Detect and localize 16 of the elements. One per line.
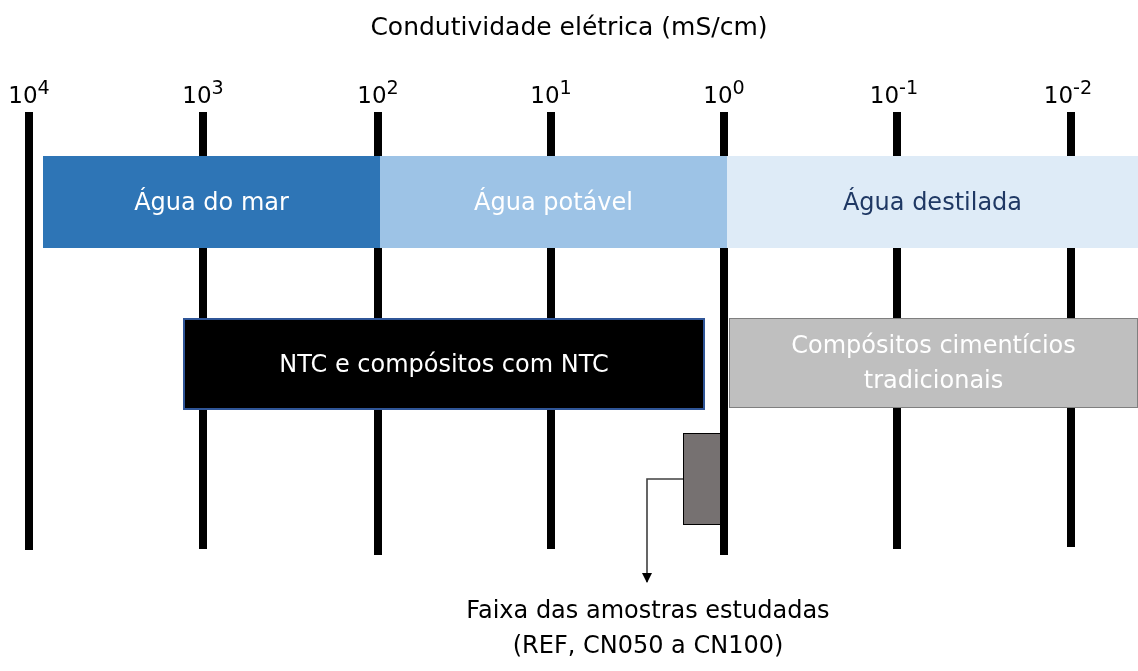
range-box: Compósitos cimentícios tradicionais bbox=[729, 318, 1138, 408]
tick-label: 10$^{4}$ bbox=[8, 76, 50, 108]
band: Água potável bbox=[380, 156, 727, 248]
chart-title: Condutividade elétrica (mS/cm) bbox=[369, 12, 769, 41]
tick-label: 10$^{1}$ bbox=[530, 76, 572, 108]
annotation-text: Faixa das amostras estudadas (REF, CN050 a CN100) bbox=[443, 588, 853, 668]
tick-label: 10$^{-2}$ bbox=[1043, 76, 1093, 108]
range-box: NTC e compósitos com NTC bbox=[183, 318, 705, 410]
tick-label: 10$^{3}$ bbox=[182, 76, 224, 108]
sample-range-bar bbox=[683, 433, 721, 525]
tick-label: 10$^{2}$ bbox=[357, 76, 399, 108]
tick-label: 10$^{0}$ bbox=[703, 76, 745, 108]
band: Água destilada bbox=[727, 156, 1138, 248]
tick-label: 10$^{-1}$ bbox=[869, 76, 919, 108]
arrow bbox=[642, 478, 684, 583]
band: Água do mar bbox=[43, 156, 380, 248]
